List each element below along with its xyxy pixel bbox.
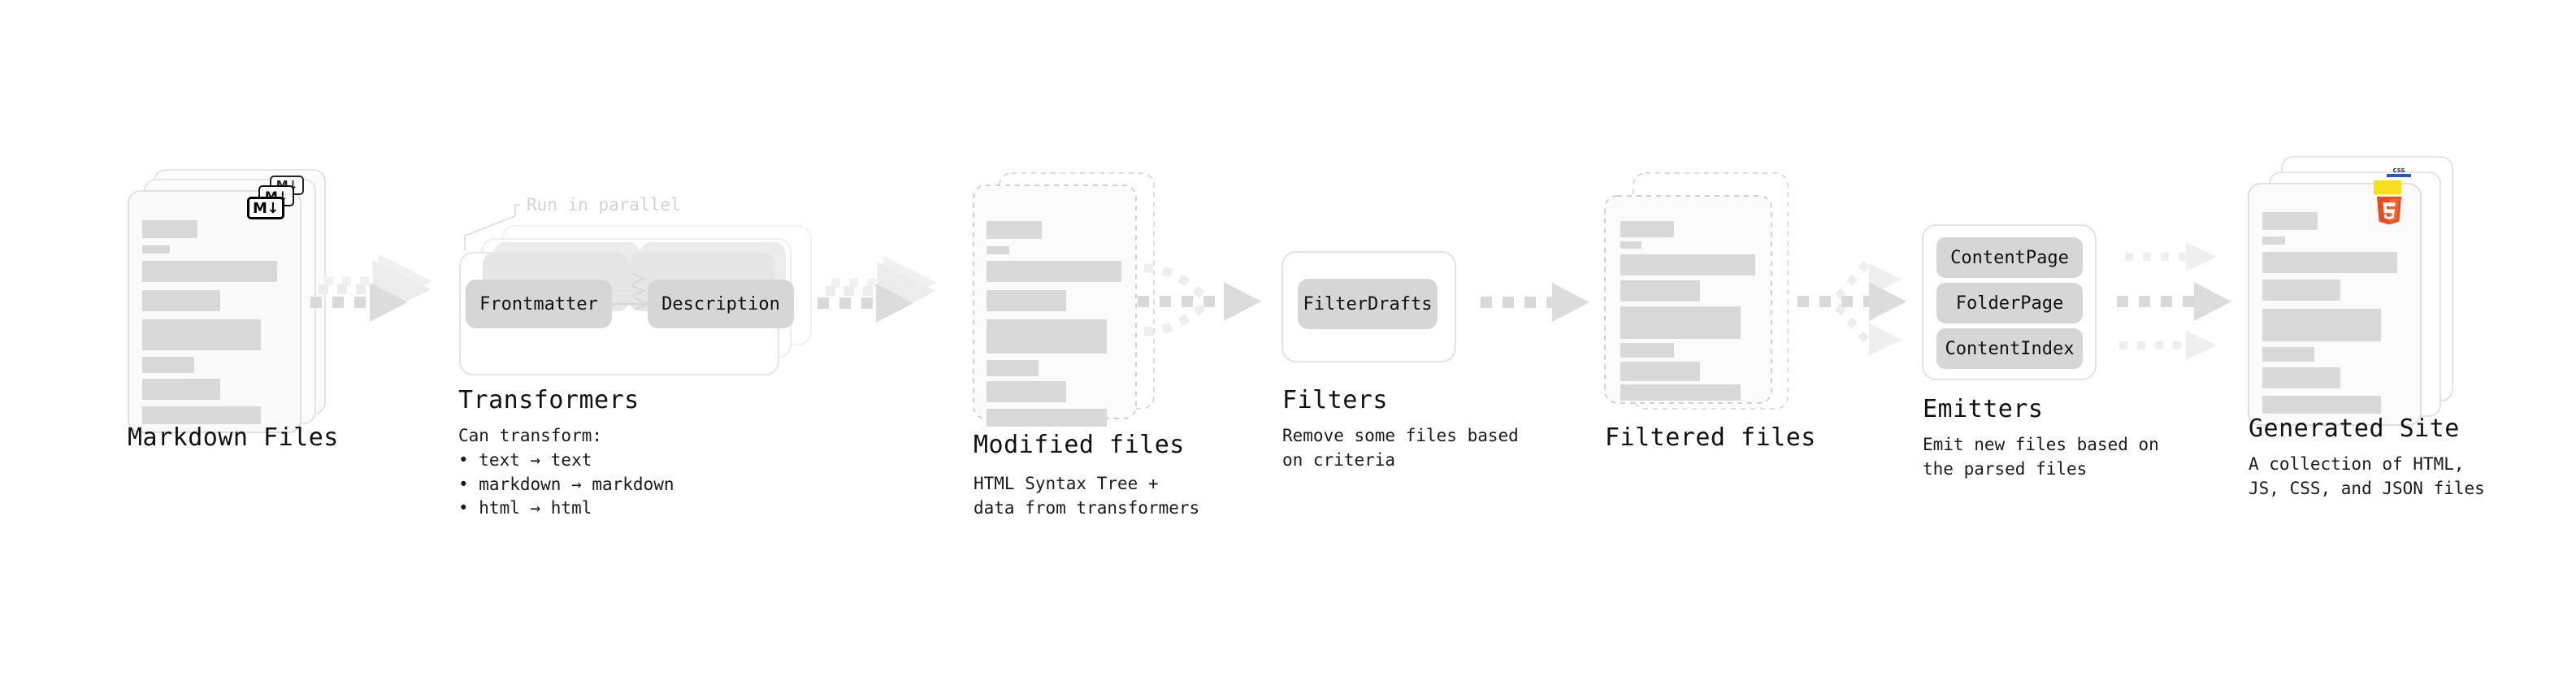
placeholder-lines (142, 220, 277, 424)
stage-title-filtered-files: Filtered files (1605, 423, 1816, 452)
css3-icon: CSS (2387, 167, 2411, 177)
stage-title-modified-files: Modified files (974, 431, 1185, 459)
stage-title-generated-site: Generated Site (2249, 414, 2460, 443)
stage-title-transformers: Transformers (458, 386, 640, 414)
modified-files-card-stack (973, 172, 1155, 427)
stage-title-filters: Filters (1282, 386, 1388, 414)
chip-frontmatter-bg (466, 280, 612, 328)
placeholder-lines (2262, 212, 2397, 414)
markdown-icon-front: M↓ (247, 197, 284, 219)
chip-description[interactable]: Description (661, 293, 780, 314)
chip-description-bg (648, 280, 794, 328)
chip-frontmatter[interactable]: Frontmatter (479, 293, 598, 314)
stage-desc-generated-site: A collection of HTML, JS, CSS, and JSON … (2249, 454, 2485, 498)
chip-folderpage[interactable]: FolderPage (1955, 293, 2064, 314)
chip-contentpage[interactable]: ContentPage (1950, 247, 2069, 268)
markdown-files-card-stack (128, 169, 326, 433)
chip-contentpage-bg (1936, 237, 2083, 278)
connector-md-to-transformers (310, 254, 432, 322)
chip-filterdrafts-bg (1298, 279, 1438, 329)
connector-filtered-to-emitters (1798, 258, 1906, 356)
stage-title-markdown-files: Markdown Files (128, 423, 339, 452)
connector-emitters-to-site (2117, 242, 2231, 360)
placeholder-lines (987, 221, 1121, 427)
css3-icon-bar (2387, 174, 2411, 177)
filtered-files-card-stack (1604, 172, 1789, 410)
stage-desc-transformers: Can transform: • text → text • markdown … (458, 426, 674, 518)
generated-site-card-stack (2248, 156, 2453, 426)
emitters-card (1922, 224, 2097, 380)
chip-folderpage-bg (1936, 283, 2083, 323)
javascript-icon (2374, 180, 2401, 194)
transformer-inner-arrows (612, 279, 648, 304)
stage-desc-modified-files: HTML Syntax Tree + data from transformer… (974, 474, 1200, 518)
transformers-card-stack (459, 225, 812, 375)
run-in-parallel-note: Run in parallel (527, 195, 681, 215)
connector-filters-to-filtered (1481, 283, 1589, 322)
placeholder-lines (1620, 221, 1755, 401)
stage-desc-filters: Remove some files based on criteria (1282, 426, 1519, 470)
filters-card (1281, 251, 1456, 362)
html5-icon (2377, 197, 2401, 225)
run-in-parallel-callout-line (464, 204, 520, 250)
chip-contentindex-bg (1936, 328, 2083, 369)
stage-title-emitters: Emitters (1923, 395, 2044, 423)
connector-modified-to-filters (1138, 263, 1261, 336)
css3-icon-label: CSS (2392, 167, 2405, 174)
chip-filterdrafts[interactable]: FilterDrafts (1303, 293, 1433, 314)
connector-transformers-to-modified (817, 256, 937, 323)
chip-contentindex[interactable]: ContentIndex (1945, 338, 2075, 359)
stage-desc-emitters: Emit new files based on the parsed files (1923, 435, 2159, 479)
